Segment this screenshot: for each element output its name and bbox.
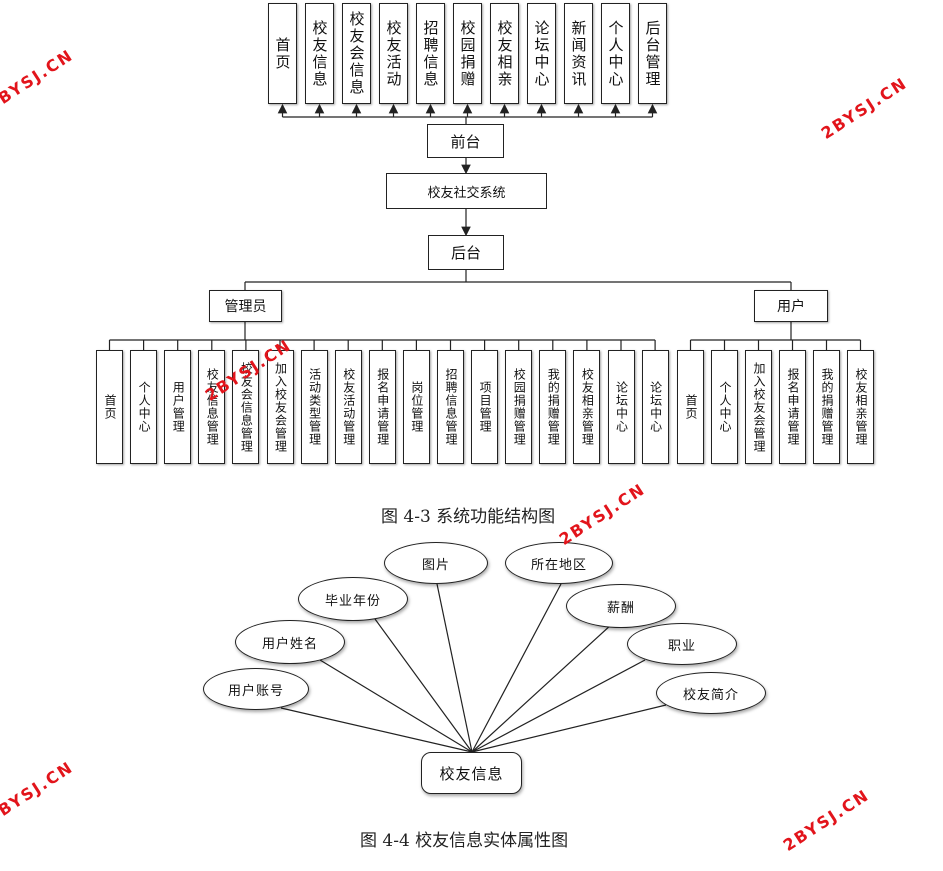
front-module-box: 论坛中心 — [527, 3, 556, 104]
front-module-box: 校友相亲 — [490, 3, 519, 104]
admin-module-box: 加入校友会管理 — [266, 350, 294, 464]
attribute-ellipse: 图片 — [384, 542, 488, 584]
admin-module-box: 校友相亲管理 — [573, 350, 601, 464]
attribute-ellipse: 用户账号 — [203, 668, 309, 710]
admin-module-box: 论坛中心 — [641, 350, 669, 464]
front-module-box: 校友信息 — [305, 3, 334, 104]
admin-module-box: 岗位管理 — [402, 350, 430, 464]
back-node: 后台 — [428, 235, 504, 270]
user-module-box: 报名申请管理 — [779, 350, 806, 464]
user-module-box: 加入校友会管理 — [745, 350, 772, 464]
connector-line — [280, 707, 473, 753]
front-module-box: 招聘信息 — [416, 3, 445, 104]
admin-module-box: 校友活动管理 — [334, 350, 362, 464]
front-module-box: 首页 — [268, 3, 297, 104]
admin-module-box: 活动类型管理 — [300, 350, 328, 464]
admin-module-box: 项目管理 — [471, 350, 499, 464]
front-module-box: 个人中心 — [601, 3, 630, 104]
connector-line — [471, 583, 562, 753]
connector-line — [319, 659, 473, 753]
admin-module-box: 首页 — [96, 350, 123, 464]
entity-node: 校友信息 — [421, 752, 522, 794]
user-node: 用户 — [754, 290, 828, 322]
admin-module-box: 校友信息管理 — [198, 350, 226, 464]
connector-line — [471, 704, 667, 753]
connector-line — [471, 659, 646, 753]
connector-line — [471, 623, 613, 753]
attribute-ellipse: 所在地区 — [505, 542, 613, 584]
attribute-ellipse: 职业 — [627, 623, 737, 665]
attribute-ellipse: 毕业年份 — [298, 577, 408, 621]
admin-module-box: 招聘信息管理 — [437, 350, 464, 464]
figure-4-3-caption: 图 4-3 系统功能结构图 — [381, 507, 556, 527]
front-module-box: 后台管理 — [638, 3, 667, 104]
admin-module-box: 校友会信息管理 — [232, 350, 260, 464]
user-module-box: 我的捐赠管理 — [813, 350, 840, 464]
user-module-box: 首页 — [677, 350, 704, 464]
admin-module-box: 我的捐赠管理 — [539, 350, 567, 464]
front-module-box: 校友会信息 — [342, 3, 371, 104]
front-module-box: 校园捐赠 — [453, 3, 482, 104]
connector-line — [374, 618, 473, 753]
system-node: 校友社交系统 — [386, 173, 547, 209]
user-module-box: 校友相亲管理 — [847, 350, 874, 464]
user-module-box: 个人中心 — [711, 350, 738, 464]
front-module-box: 新闻资讯 — [564, 3, 593, 104]
admin-module-box: 用户管理 — [164, 350, 192, 464]
admin-module-box: 校园捐赠管理 — [505, 350, 533, 464]
connector-line — [436, 583, 473, 753]
attribute-ellipse: 用户姓名 — [235, 620, 345, 664]
front-node: 前台 — [427, 124, 504, 158]
admin-module-box: 论坛中心 — [607, 350, 635, 464]
attribute-ellipse: 校友简介 — [656, 672, 766, 714]
admin-node: 管理员 — [209, 290, 282, 322]
admin-module-box: 报名申请管理 — [368, 350, 396, 464]
figure-4-4-caption: 图 4-4 校友信息实体属性图 — [360, 831, 569, 851]
front-module-box: 校友活动 — [379, 3, 408, 104]
admin-module-box: 个人中心 — [130, 350, 158, 464]
attribute-ellipse: 薪酬 — [566, 584, 676, 628]
